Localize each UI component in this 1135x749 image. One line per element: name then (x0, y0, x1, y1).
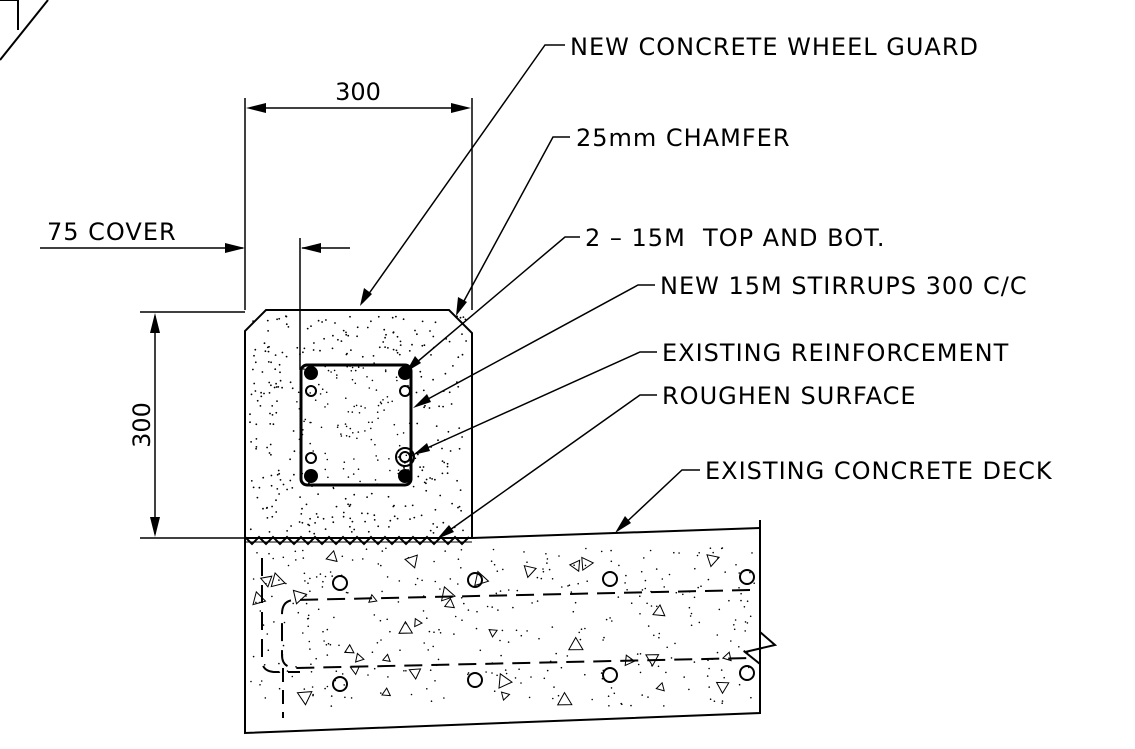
existing-deck (244, 520, 778, 735)
callout-roughen-surface: ROUGHEN SURFACE (662, 382, 917, 410)
dimension-cover (40, 238, 350, 370)
deck-aggregate (252, 549, 732, 706)
existing-u-bar-inner (261, 558, 300, 673)
callout-stirrups: NEW 15M STIRRUPS 300 C/C (660, 272, 1028, 300)
bar-bottom-left (304, 469, 318, 483)
dimension-width (244, 98, 473, 310)
callout-wheel-guard: NEW CONCRETE WHEEL GUARD (570, 33, 979, 61)
deck-stipple (250, 547, 755, 707)
bar-bottom-right (398, 469, 412, 483)
bar-top-left (304, 366, 318, 380)
leader-lines (360, 44, 700, 539)
corner-edge (0, 0, 49, 61)
new-bars (304, 366, 412, 483)
dimension-width-label: 300 (335, 78, 381, 106)
callout-existing-deck: EXISTING CONCRETE DECK (705, 457, 1053, 485)
callout-chamfer: 25mm CHAMFER (576, 124, 791, 152)
dimension-cover-label: 75 COVER (47, 218, 177, 246)
dimension-height (140, 311, 245, 539)
small-bars (305, 385, 415, 467)
dimension-height-label: 300 (128, 402, 156, 448)
callout-top-bot-bars: 2 – 15M TOP AND BOT. (585, 224, 886, 252)
existing-u-bar-outer (281, 589, 751, 670)
deck-bars (332, 569, 755, 692)
callout-existing-reinforcement: EXISTING REINFORCEMENT (662, 339, 1009, 367)
stirrup (299, 363, 413, 487)
